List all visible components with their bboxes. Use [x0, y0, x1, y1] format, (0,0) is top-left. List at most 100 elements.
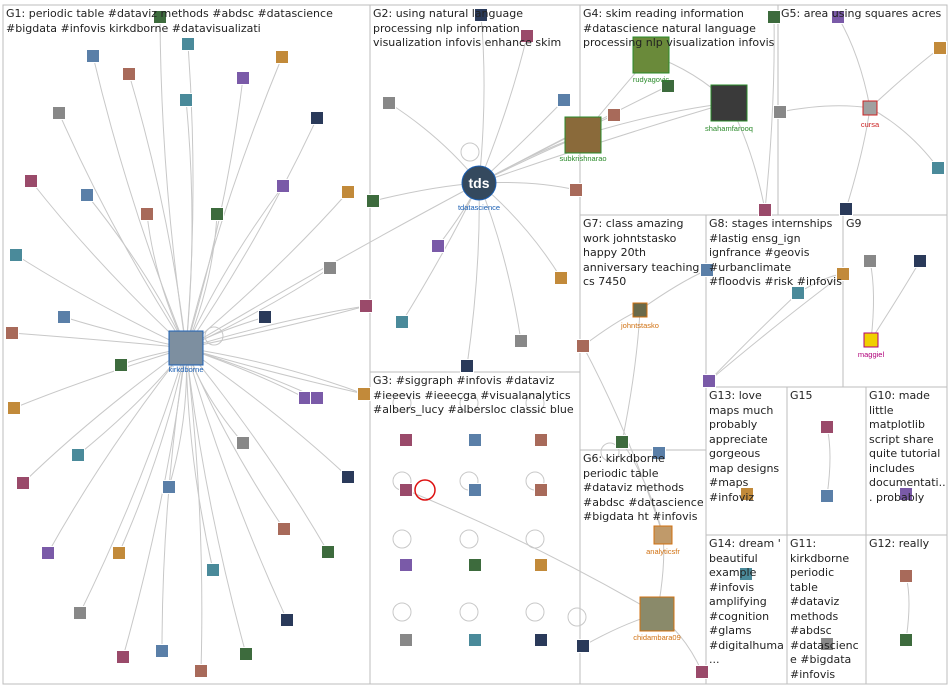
edge-g2-spoke: [478, 182, 522, 342]
edge-link: [764, 16, 775, 211]
edge-link: [708, 292, 799, 382]
edge-g1-spoke: [185, 56, 283, 349]
nodes: tds: [5, 8, 947, 679]
avatar-node: [899, 487, 913, 501]
avatar-node: [280, 613, 294, 627]
avatar-node: [534, 558, 548, 572]
avatar-node: [310, 391, 324, 405]
self-loop: [459, 529, 479, 549]
avatar-node: [382, 96, 396, 110]
avatar-node: [460, 359, 474, 373]
avatar-node: [162, 480, 176, 494]
edge-g1-spoke: [185, 305, 367, 349]
avatar-node: [615, 435, 629, 449]
node-label-rudyagovic: rudyagovic: [633, 75, 670, 84]
avatar-node-maggiel: [863, 332, 879, 348]
node-label-johntstasko: johntstasko: [620, 321, 659, 330]
edge-link: [185, 347, 365, 395]
group-label-g8: G8: stages internships #lastig ensg_ign …: [709, 217, 842, 288]
self-loop: [392, 529, 412, 549]
avatar-node: [57, 310, 71, 324]
self-loop: [600, 442, 620, 462]
avatar-node: [112, 546, 126, 560]
edge-g1-spoke: [15, 254, 187, 349]
edge-link: [869, 107, 939, 169]
avatar-node-analyticsfr: [653, 525, 673, 545]
avatar-node: [341, 185, 355, 199]
avatar-node: [534, 433, 548, 447]
avatar-node: [210, 207, 224, 221]
group-label-g12: G12: really: [869, 537, 930, 550]
node-label-kirkdborne: kirkdborne: [168, 365, 203, 374]
avatar-node: [791, 286, 805, 300]
edge-g1-spoke: [118, 347, 187, 554]
group-label-g13: G13: love maps much probably appreciate …: [709, 389, 780, 504]
self-loop: [392, 602, 412, 622]
edge-g1-spoke: [185, 185, 284, 349]
avatar-node: [116, 650, 130, 664]
avatar-node-kirkdborne: [168, 330, 204, 366]
avatar-node: [399, 433, 413, 447]
group-label-g14: G14: dream ' beautiful example #infovis …: [709, 537, 784, 666]
group-label-g11: G11: kirkdborne periodic table #dataviz …: [790, 537, 859, 681]
avatar-node: [194, 664, 208, 678]
avatar-node: [820, 489, 834, 503]
avatar-node: [899, 633, 913, 647]
avatar-node: [258, 310, 272, 324]
group-box-g12: [865, 534, 948, 685]
avatar-node: [80, 188, 94, 202]
avatar-node: [431, 239, 445, 253]
edge-g1-spoke: [92, 55, 187, 349]
self-loop: [204, 326, 224, 346]
edge-g1-spoke: [185, 347, 214, 571]
avatar-node-tdatascience: [461, 165, 497, 201]
node-label-analyticsfr: analyticsfr: [646, 547, 680, 556]
node-label-cursa: cursa: [861, 120, 880, 129]
avatar-node-cursa: [862, 100, 878, 116]
edge-link: [845, 107, 871, 210]
avatar-node: [399, 633, 413, 647]
self-loop: [459, 393, 479, 413]
avatar-node-johntstasko: [632, 302, 648, 318]
edge-g1-spoke: [185, 347, 203, 672]
edge-g1-spoke: [13, 347, 187, 409]
avatar-node: [323, 261, 337, 275]
self-loop-red: [414, 479, 436, 501]
edge-link: [870, 260, 921, 341]
avatar-node-shahamfarooq: [710, 84, 748, 122]
group-label-g2: G2: using natural language processing nl…: [373, 7, 562, 49]
avatar-node: [179, 93, 193, 107]
edge-g1-spoke: [122, 347, 187, 658]
avatar-node: [236, 71, 250, 85]
avatar-node: [122, 67, 136, 81]
avatar-node: [557, 93, 571, 107]
edge-link: [905, 575, 910, 641]
self-loop: [460, 142, 480, 162]
avatar-node: [359, 299, 373, 313]
self-loop: [525, 529, 545, 549]
edge-link: [621, 309, 641, 443]
avatar-node: [206, 563, 220, 577]
avatar-node: [276, 179, 290, 193]
edge-g1-spoke: [185, 347, 329, 553]
edge-g2-spoke: [478, 102, 729, 184]
avatar-node: [468, 483, 482, 497]
edge-link: [837, 16, 871, 109]
avatar-node: [534, 483, 548, 497]
group-label-g1: G1: periodic table #dataviz methods #abd…: [6, 7, 333, 35]
group-box-g9: [842, 214, 948, 388]
avatar-node: [820, 637, 834, 651]
edge-g1-spoke: [63, 316, 187, 349]
avatar-node: [740, 487, 754, 501]
avatar-node: [468, 633, 482, 647]
avatar-node: [275, 50, 289, 64]
avatar-node-subkrishnarao: [564, 116, 602, 154]
edge-g2-spoke: [478, 99, 565, 184]
edge-g1-spoke: [185, 117, 318, 349]
tds-logo-text: tds: [469, 175, 490, 191]
avatar-node: [399, 558, 413, 572]
avatar-node: [863, 254, 877, 268]
avatar-node: [298, 391, 312, 405]
avatar-node: [839, 202, 853, 216]
avatar-node: [9, 248, 23, 262]
